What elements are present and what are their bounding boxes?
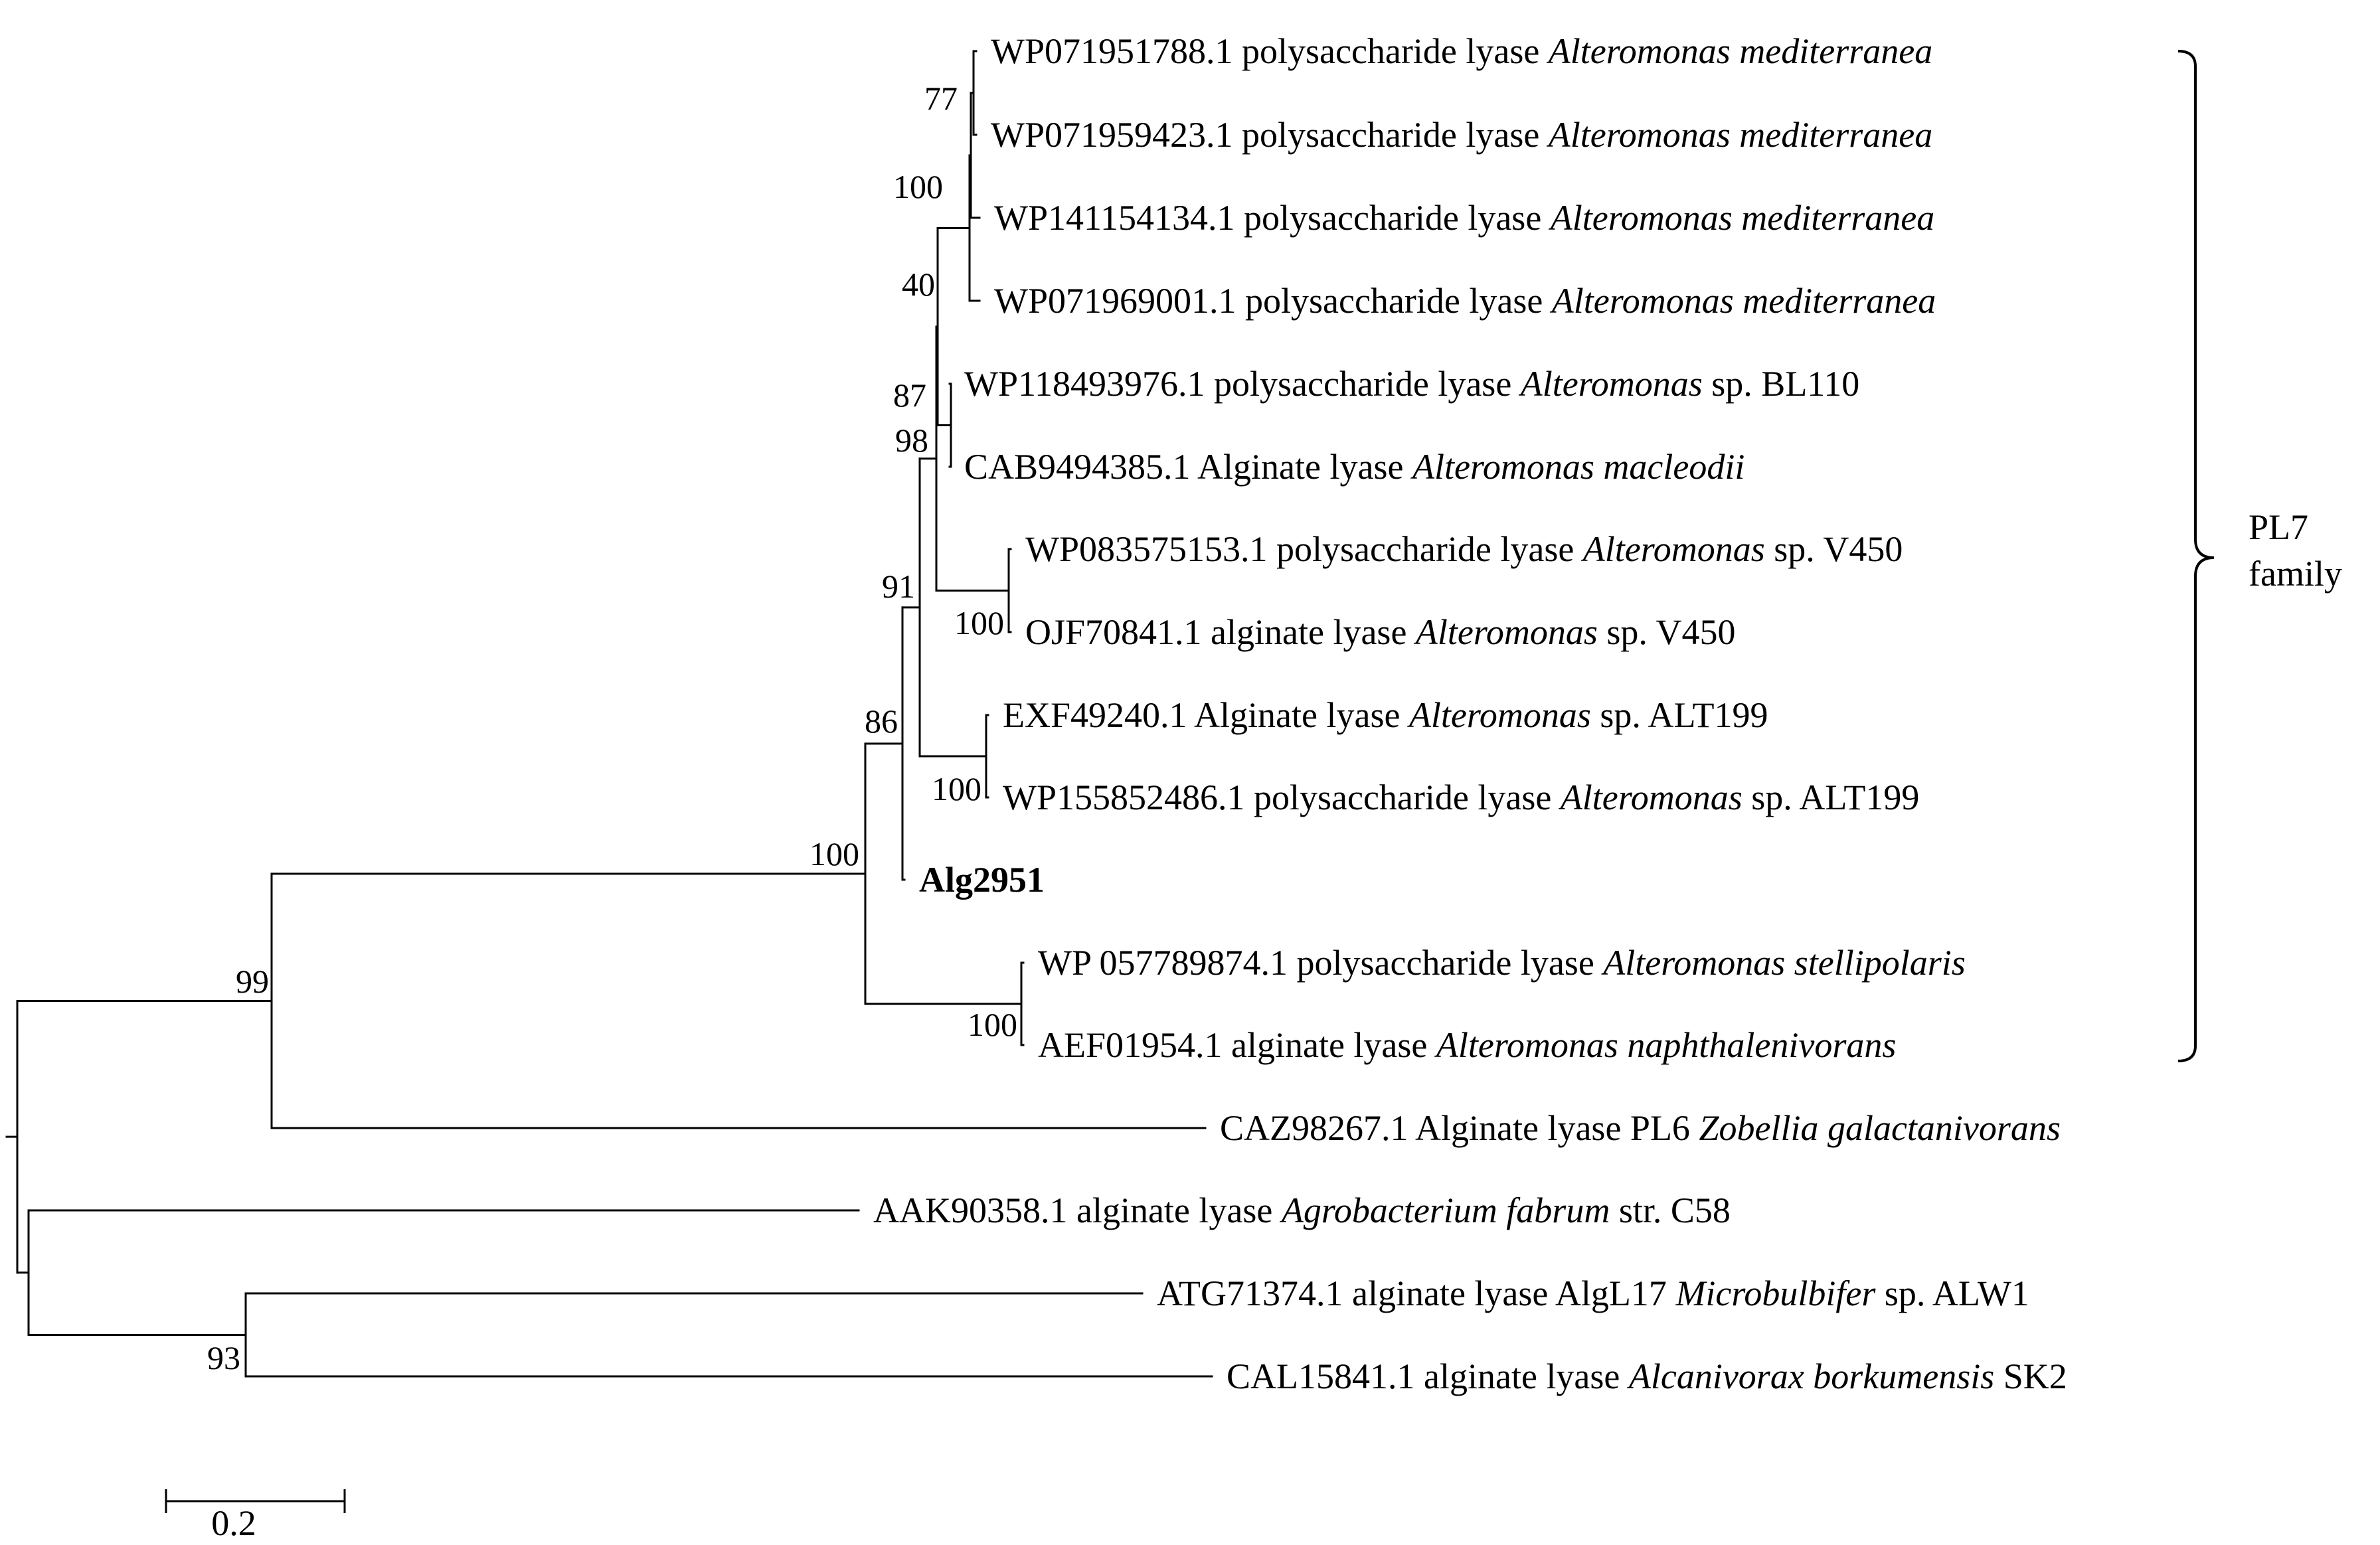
taxon-label-t6: CAB9494385.1 Alginate lyase Alteromonas … (964, 447, 1744, 487)
bootstrap-n56: 87 (893, 376, 926, 414)
taxon-label-t1: WP071951788.1 polysaccharide lyase Alter… (991, 31, 1932, 71)
scale-bar: 0.2 (165, 1489, 346, 1543)
taxon-label-t12: WP 057789874.1 polysaccharide lyase Alte… (1038, 943, 1966, 983)
scale-bar-label: 0.2 (211, 1503, 256, 1543)
taxon-label-t13: AEF01954.1 alginate lyase Alteromonas na… (1038, 1025, 1896, 1065)
bootstrap-nA: 98 (895, 422, 928, 459)
pl7-family-bracket (2177, 50, 2215, 1062)
taxon-label-t5: WP118493976.1 polysaccharide lyase Alter… (964, 364, 1859, 404)
taxon-label-t11: Alg2951 (919, 860, 1045, 900)
taxon-label-t7: WP083575153.1 polysaccharide lyase Alter… (1025, 529, 1903, 569)
bootstrap-nC: 86 (865, 702, 898, 740)
taxon-label-t8: OJF70841.1 alginate lyase Alteromonas sp… (1025, 612, 1735, 652)
bootstrap-n1234: 40 (902, 266, 935, 303)
taxon-label-t17: CAL15841.1 alginate lyase Alcanivorax bo… (1227, 1356, 2067, 1396)
taxon-label-t15: AAK90358.1 alginate lyase Agrobacterium … (873, 1190, 1731, 1230)
bootstrap-nD: 100 (809, 835, 859, 872)
taxon-label-t16: ATG71374.1 alginate lyase AlgL17 Microbu… (1157, 1273, 2029, 1313)
taxon-labels: WP071951788.1 polysaccharide lyase Alter… (873, 31, 2067, 1396)
taxon-label-t2: WP071959423.1 polysaccharide lyase Alter… (991, 115, 1932, 155)
bootstrap-values: 77 100 40 87 98 100 91 100 86 100 100 99 93 (207, 80, 1017, 1376)
bootstrap-n1617: 93 (207, 1339, 240, 1376)
group-label-line-2: family (2249, 554, 2342, 594)
bootstrap-n12: 77 (924, 80, 958, 117)
scale-bar-line (165, 1489, 346, 1513)
group-label-line-1: PL7 (2249, 507, 2308, 547)
bootstrap-n910: 100 (932, 770, 981, 807)
taxon-label-t3: WP141154134.1 polysaccharide lyase Alter… (994, 198, 1934, 238)
taxon-label-t14: CAZ98267.1 Alginate lyase PL6 Zobellia g… (1220, 1108, 2061, 1148)
bootstrap-n1213: 100 (968, 1006, 1017, 1043)
bootstrap-nE: 99 (236, 963, 269, 1000)
bootstrap-n78: 100 (954, 604, 1004, 641)
taxon-label-t10: WP155852486.1 polysaccharide lyase Alter… (1003, 777, 1919, 817)
taxon-label-t4: WP071969001.1 polysaccharide lyase Alter… (994, 281, 1936, 321)
bootstrap-n123: 100 (893, 168, 943, 205)
taxon-label-t9: EXF49240.1 Alginate lyase Alteromonas sp… (1003, 695, 1768, 735)
bootstrap-nB: 91 (882, 568, 915, 605)
tree-branches (5, 50, 1213, 1378)
